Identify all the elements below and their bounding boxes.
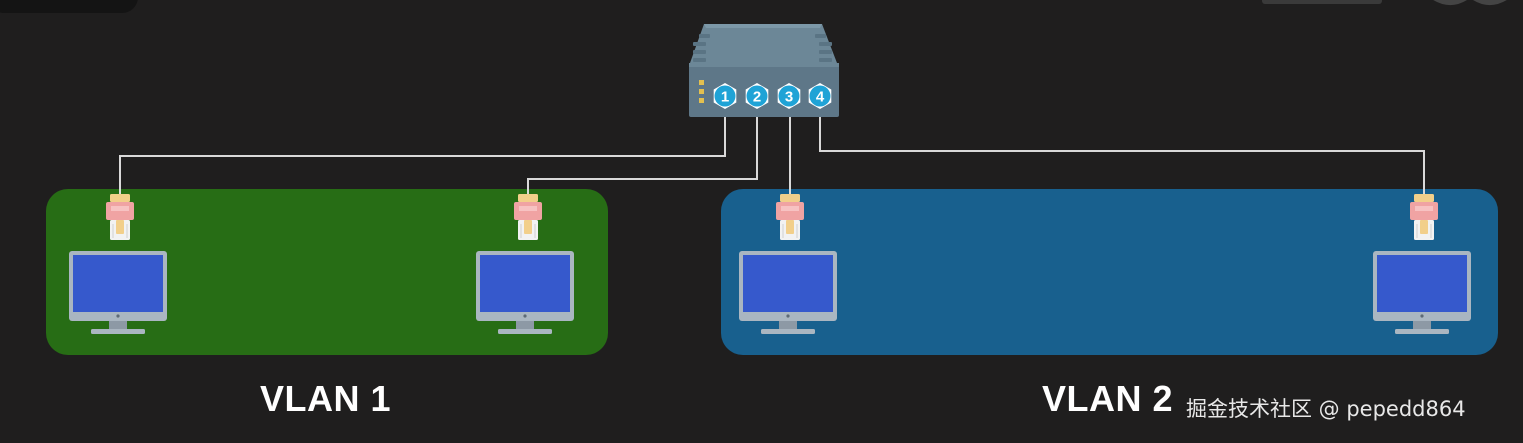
computer-monitor-3 xyxy=(739,251,837,334)
ethernet-plug-pc3 xyxy=(775,193,805,241)
computer-monitor-1 xyxy=(69,251,167,334)
top-right-partial-graphic xyxy=(1262,0,1507,5)
ethernet-cables xyxy=(119,116,1425,195)
cable-port-1 xyxy=(119,116,726,194)
ethernet-plug-pc4 xyxy=(1409,193,1439,241)
port-3-badge: 3 xyxy=(777,83,801,109)
port-4-badge: 4 xyxy=(808,83,832,109)
ethernet-plug-pc1 xyxy=(105,193,135,241)
port-3-label: 3 xyxy=(785,89,793,106)
computer-monitor-4 xyxy=(1373,251,1471,334)
vlan-1-label: VLAN 1 xyxy=(260,378,392,419)
cable-port-4 xyxy=(819,116,1425,194)
ethernet-plug-pc2 xyxy=(513,193,543,241)
computer-monitor-2 xyxy=(476,251,574,334)
port-1-badge: 1 xyxy=(713,83,737,109)
port-2-label: 2 xyxy=(753,89,761,106)
switch-ports: 1 2 3 4 xyxy=(713,83,832,109)
vlan-2-label: VLAN 2 xyxy=(1042,378,1174,419)
port-1-label: 1 xyxy=(721,89,729,106)
cable-port-2 xyxy=(527,116,758,194)
vlan-2-zone xyxy=(721,189,1498,355)
port-2-badge: 2 xyxy=(745,83,769,109)
top-left-dark-pill xyxy=(0,0,138,13)
watermark-text: 掘金技术社区 @ pepedd864 xyxy=(1186,397,1466,421)
port-4-label: 4 xyxy=(816,89,825,106)
